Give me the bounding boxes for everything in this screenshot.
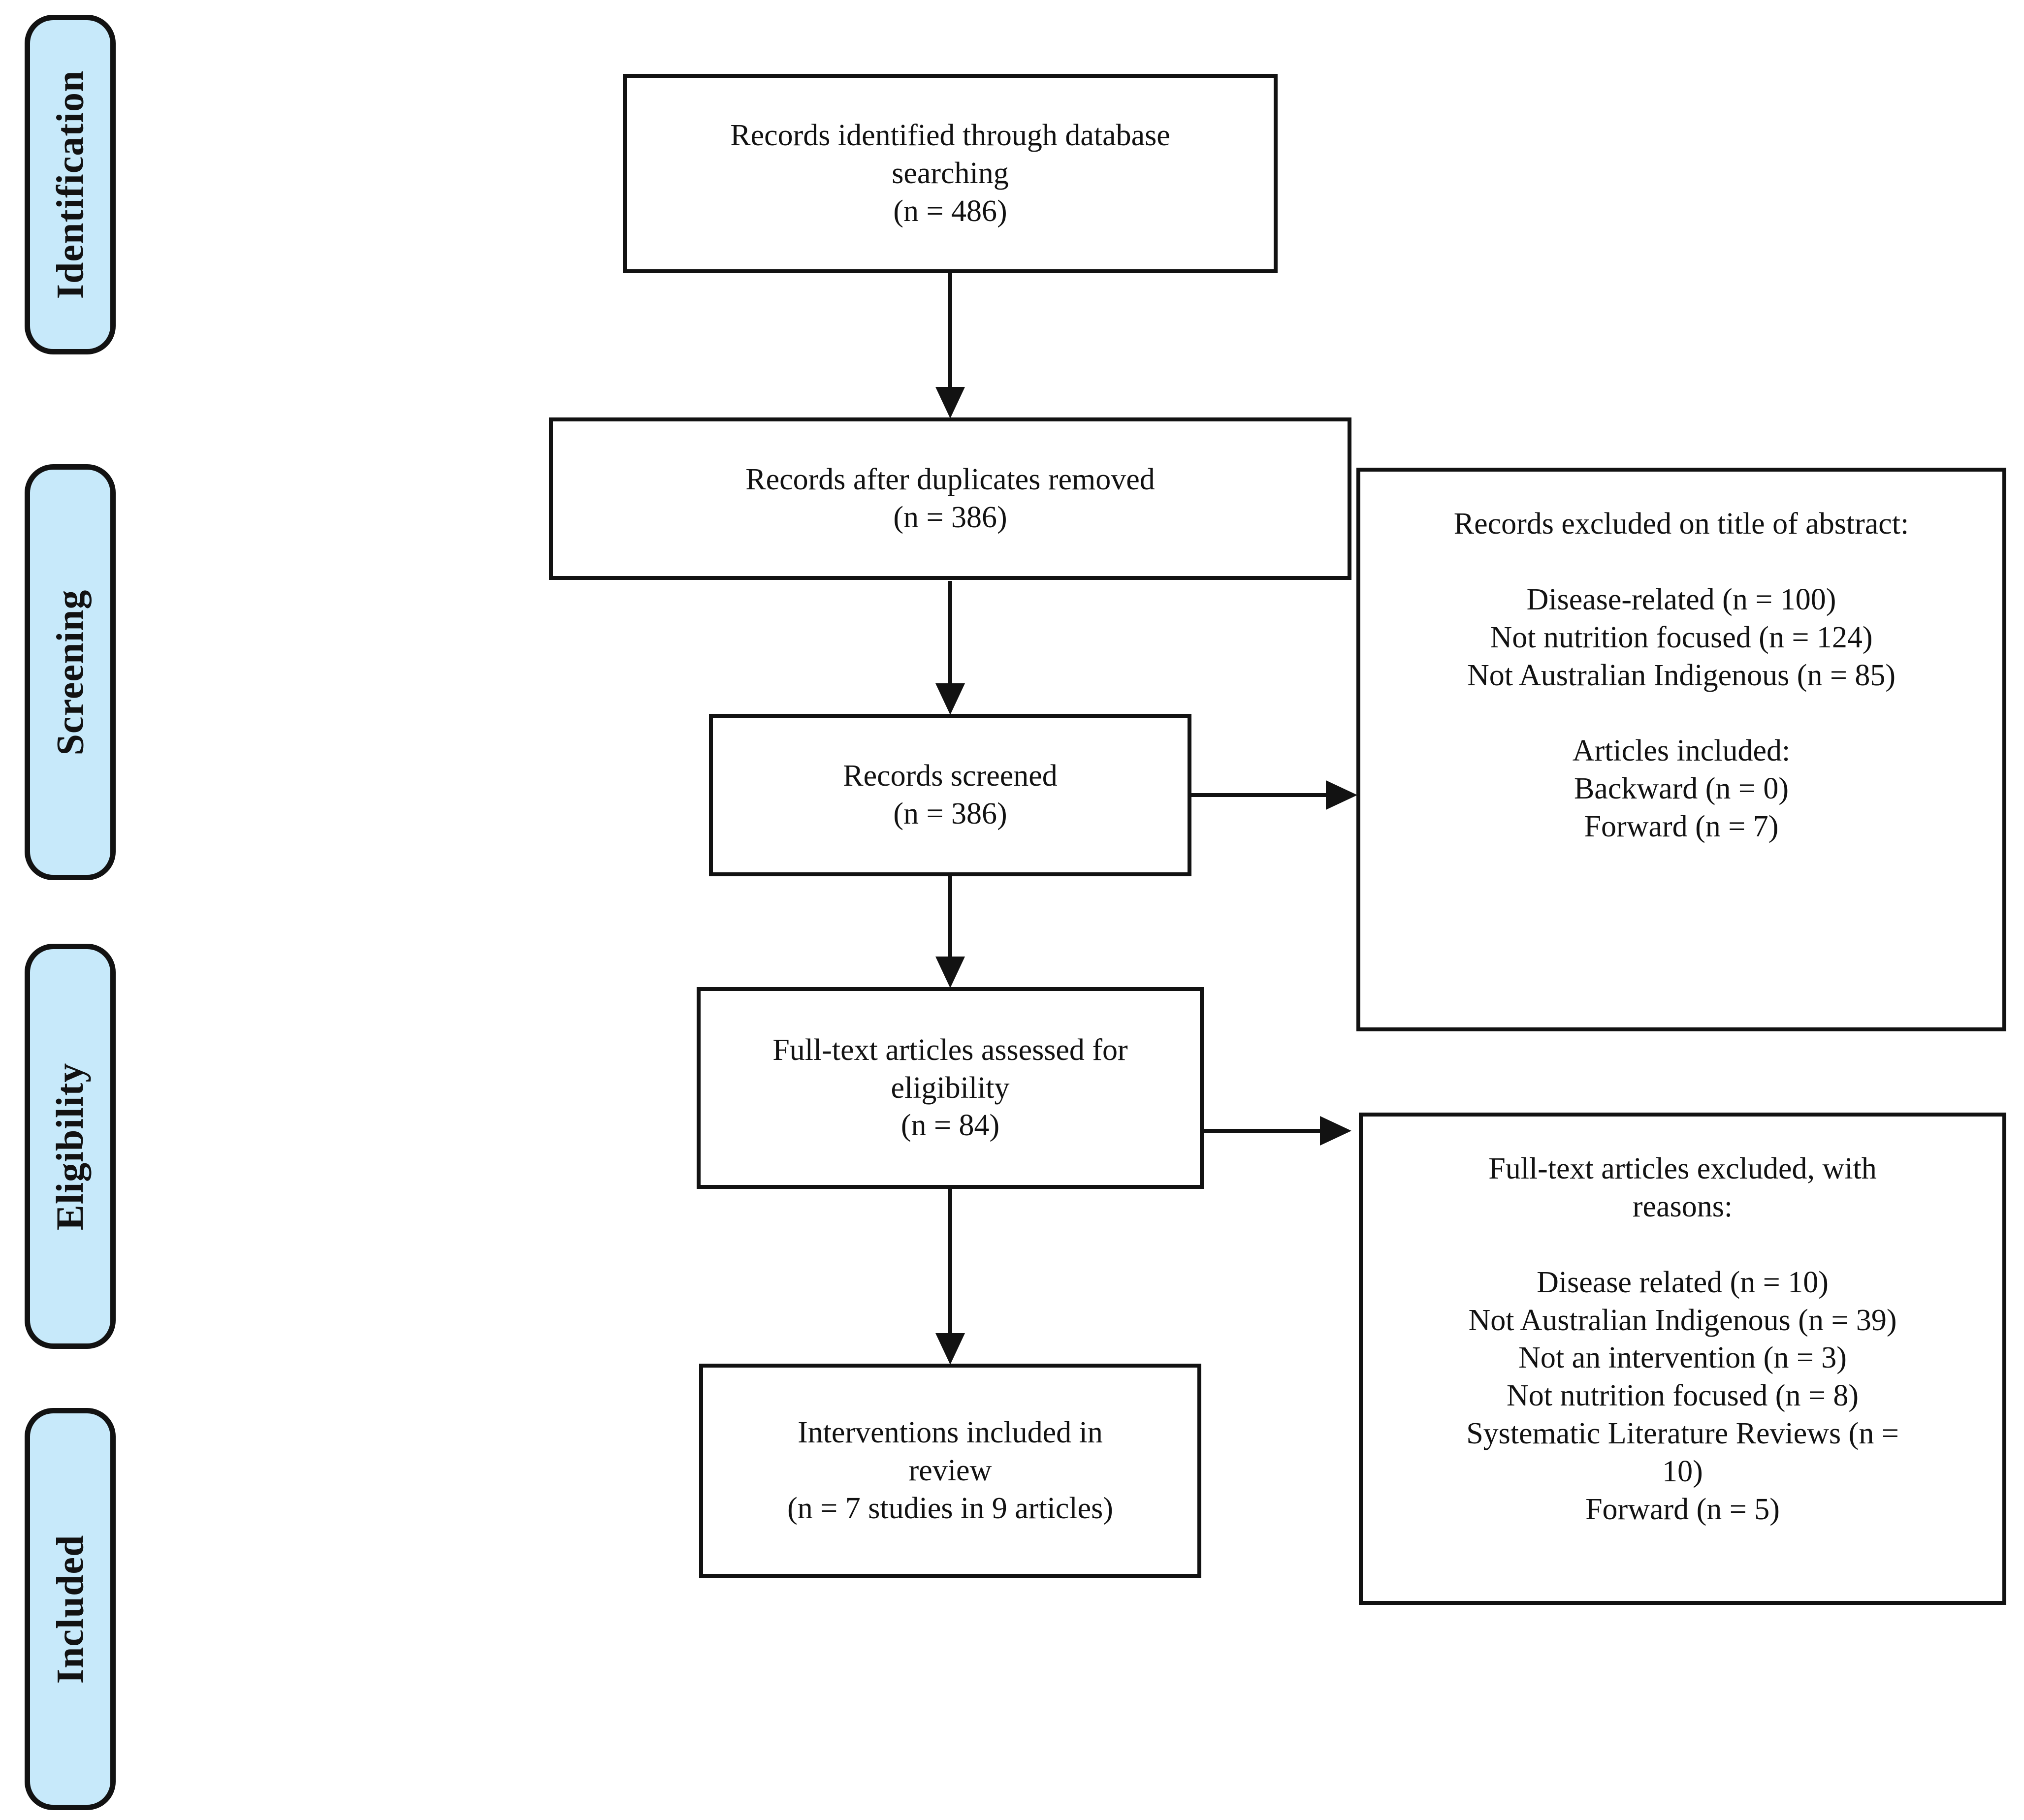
box-duplicates-removed-text: Records after duplicates removed (n = 38… <box>745 463 1155 534</box>
arrow-duplicates-to-screened-icon <box>934 581 966 715</box>
arrow-screened-to-fulltext-icon <box>934 876 966 988</box>
stage-label-screening: Screening <box>25 464 116 880</box>
box-fulltext-assessed-text: Full-text articles assessed for eligibil… <box>772 1033 1128 1143</box>
box-fulltext-excluded: Full-text articles excluded, with reason… <box>1359 1113 2006 1605</box>
box-included-in-review-text: Interventions included in review (n = 7 … <box>787 1416 1113 1525</box>
stage-label-included: Included <box>25 1408 116 1810</box>
arrow-head-right-icon <box>1326 780 1357 810</box>
arrow-shaft <box>948 876 952 958</box>
box-included-in-review: Interventions included in review (n = 7 … <box>699 1364 1201 1578</box>
arrow-fulltext-to-excluded-icon <box>1204 1115 1351 1147</box>
box-records-excluded-text: Records excluded on title of abstract: D… <box>1453 507 1909 843</box>
arrow-shaft <box>948 1189 952 1335</box>
box-records-identified-text: Records identified through database sear… <box>730 119 1170 228</box>
arrow-shaft <box>1191 793 1328 797</box>
arrow-identified-to-duplicates-icon <box>934 273 966 418</box>
box-duplicates-removed: Records after duplicates removed (n = 38… <box>549 417 1351 580</box>
arrow-shaft <box>948 273 952 389</box>
stage-label-eligibility-text: Eligibility <box>48 1062 92 1230</box>
box-records-identified: Records identified through database sear… <box>623 74 1278 273</box>
box-fulltext-excluded-text: Full-text articles excluded, with reason… <box>1466 1152 1899 1526</box>
arrow-head-down-icon <box>935 683 965 715</box>
box-records-screened: Records screened (n = 386) <box>709 714 1191 876</box>
arrow-head-down-icon <box>935 1333 965 1365</box>
arrow-head-right-icon <box>1320 1116 1351 1146</box>
stage-label-included-text: Included <box>48 1534 92 1684</box>
box-records-excluded: Records excluded on title of abstract: D… <box>1356 468 2006 1031</box>
arrow-fulltext-to-included-icon <box>934 1189 966 1365</box>
arrow-head-down-icon <box>935 387 965 418</box>
box-records-screened-text: Records screened (n = 386) <box>843 759 1058 830</box>
stage-label-screening-text: Screening <box>48 589 92 755</box>
box-fulltext-assessed: Full-text articles assessed for eligibil… <box>697 987 1204 1189</box>
arrow-shaft <box>948 581 952 685</box>
arrow-head-down-icon <box>935 957 965 988</box>
stage-label-eligibility: Eligibility <box>25 944 116 1349</box>
stage-label-identification-text: Identification <box>48 70 92 299</box>
arrow-screened-to-excluded-icon <box>1191 779 1357 811</box>
stage-label-identification: Identification <box>25 15 116 354</box>
arrow-shaft <box>1204 1129 1322 1133</box>
